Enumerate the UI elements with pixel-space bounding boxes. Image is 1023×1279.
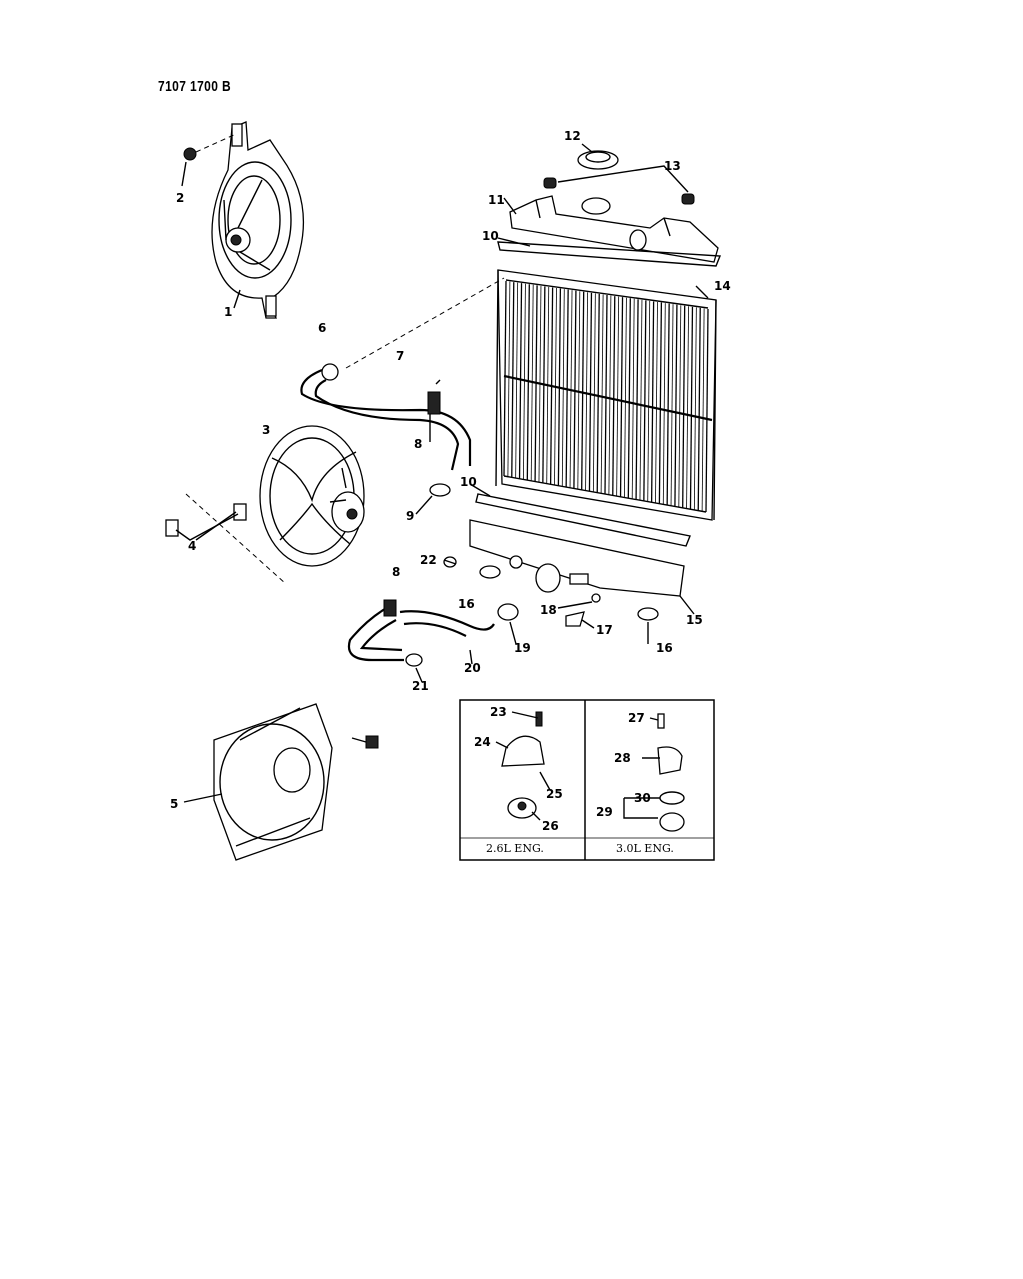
engine-insets [459, 699, 715, 861]
callout-6: 6 [318, 321, 326, 335]
radiator-fin [662, 303, 666, 505]
radiator-fin [616, 296, 620, 497]
radiator-fin [643, 300, 647, 501]
radiator-fin [503, 280, 507, 477]
radiator-core [495, 269, 717, 521]
radiator-fin [507, 281, 511, 477]
radiator-fin [697, 307, 701, 511]
callouts: 1 2 3 4 5 6 7 8 8 9 10 10 11 12 13 14 15… [170, 129, 731, 855]
callout-21: 21 [412, 679, 429, 693]
radiator-fin [600, 294, 604, 494]
radiator-fin [658, 302, 663, 504]
callout-29: 29 [596, 805, 613, 819]
radiator-fin [627, 298, 631, 499]
radiator-fin [577, 291, 581, 490]
callout-13: 13 [664, 159, 681, 173]
radiator-fin [631, 298, 635, 499]
callout-18: 18 [540, 603, 557, 617]
document-id: 7107 1700 B [158, 78, 232, 95]
fan-shroud-upper [211, 121, 305, 319]
callout-14: 14 [714, 279, 731, 293]
callout-2: 2 [176, 191, 184, 205]
radiator-fin [569, 290, 573, 488]
lower-hose [347, 556, 659, 667]
radiator-fin [705, 308, 709, 513]
radiator-fin [588, 292, 593, 492]
radiator-fin [581, 291, 585, 490]
radiator-fin [585, 292, 588, 491]
radiator-fin [693, 307, 697, 510]
callout-23: 23 [490, 705, 507, 719]
callout-11: 11 [488, 193, 505, 207]
radiator-fin [650, 301, 655, 503]
callout-30: 30 [634, 791, 651, 805]
radiator-fin [511, 282, 515, 478]
radiator-fin [678, 305, 682, 508]
cooling-fan [185, 425, 365, 585]
lower-gasket [475, 493, 691, 547]
callout-7: 7 [396, 349, 404, 363]
callout-8a: 8 [414, 437, 422, 451]
callout-24: 24 [474, 735, 491, 749]
radiator-fin [639, 299, 643, 501]
callout-8b: 8 [392, 565, 400, 579]
callout-20: 20 [464, 661, 481, 675]
callout-26: 26 [542, 819, 559, 833]
radiator-fin [515, 282, 519, 479]
upper-hose [300, 363, 472, 497]
callout-3: 3 [262, 423, 270, 437]
callout-27: 27 [628, 711, 645, 725]
radiator-fin [666, 303, 670, 506]
radiator-fin [523, 283, 526, 480]
radiator-cap [577, 150, 619, 170]
radiator-fin [689, 306, 694, 510]
callout-22: 22 [420, 553, 437, 567]
radiator-fin [701, 308, 705, 512]
radiator-fin [612, 296, 616, 496]
radiator-fin [647, 300, 651, 502]
fan-shroud-lower [213, 703, 379, 861]
callout-4: 4 [188, 539, 196, 553]
inset-caption-30l: 3.0L ENG. [616, 842, 674, 855]
callout-25: 25 [546, 787, 563, 801]
radiator-fin [592, 293, 596, 492]
radiator-fin [635, 299, 639, 500]
clips-13 [543, 165, 695, 205]
callout-16b: 16 [656, 641, 673, 655]
radiator-fin [686, 306, 689, 509]
radiator-fin [655, 301, 658, 504]
radiator-fin [596, 293, 600, 493]
radiator-fin [604, 294, 608, 495]
callout-15: 15 [686, 613, 703, 627]
radiator-fin [624, 297, 627, 498]
callout-5: 5 [170, 797, 178, 811]
inset-caption-26l: 2.6L ENG. [486, 842, 544, 855]
callout-28: 28 [614, 751, 631, 765]
radiator-fin [682, 305, 686, 508]
callout-16a: 16 [458, 597, 475, 611]
upper-tank [509, 195, 719, 263]
upper-gasket [497, 241, 722, 267]
radiator-fin [608, 295, 612, 495]
fan-clips-4 [165, 503, 247, 541]
radiator-fin [518, 283, 523, 479]
callout-12: 12 [564, 129, 581, 143]
radiator-fin [674, 304, 678, 507]
callout-1: 1 [224, 305, 232, 319]
radiator-fin [670, 304, 674, 506]
callout-19: 19 [514, 641, 531, 655]
lower-tank [469, 519, 685, 597]
callout-17: 17 [596, 623, 613, 637]
radiator-fin [573, 290, 577, 489]
radiator-fin [619, 297, 624, 497]
callout-9: 9 [406, 509, 414, 523]
callout-10a: 10 [482, 229, 499, 243]
nut-2 [181, 133, 237, 187]
